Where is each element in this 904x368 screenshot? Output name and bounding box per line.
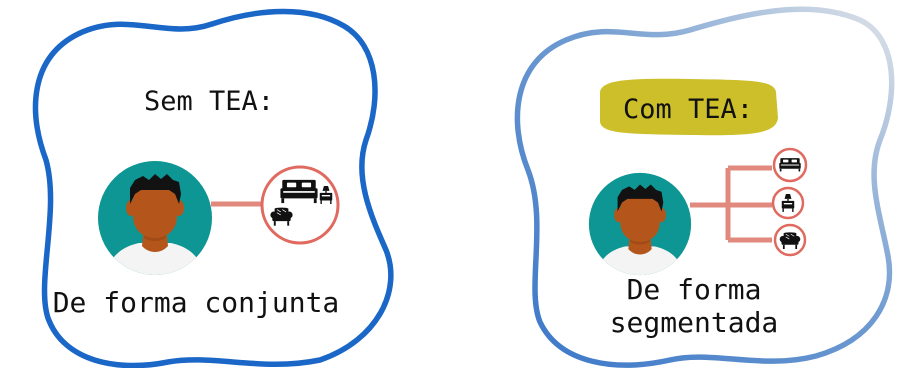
right-avatar	[589, 173, 691, 278]
right-caption-line2: segmentada	[610, 306, 779, 339]
right-caption-line1: De forma	[627, 273, 762, 306]
right-connector-tree	[690, 168, 772, 240]
left-icon-ring	[262, 167, 338, 243]
left-title: Sem TEA:	[144, 86, 274, 117]
right-item-armchair	[775, 225, 805, 255]
left-furniture-group	[262, 167, 338, 243]
right-title: Com TEA:	[623, 94, 753, 125]
left-avatar	[98, 161, 212, 278]
right-item-bed	[774, 149, 806, 181]
right-item-nightstand	[773, 188, 803, 218]
left-caption: De forma conjunta	[53, 286, 340, 319]
right-panel: Com TEA: De forma segmentada	[517, 9, 891, 365]
left-panel: Sem TEA: De forma conjunta	[36, 12, 391, 366]
